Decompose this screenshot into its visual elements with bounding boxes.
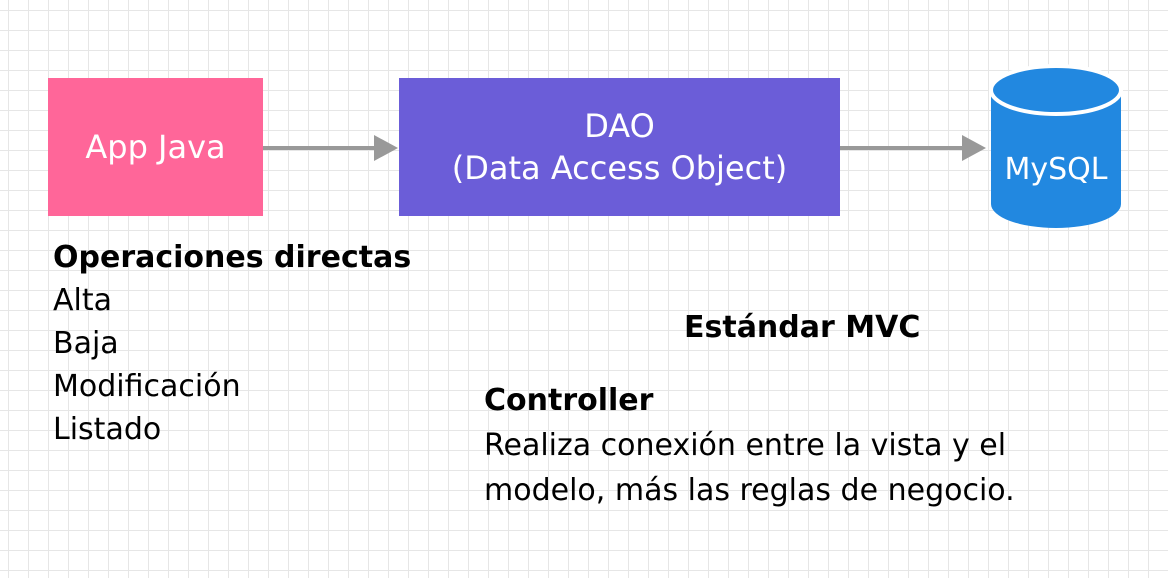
operation-item: Baja bbox=[53, 326, 119, 361]
controller-title: Controller bbox=[484, 383, 654, 418]
controller-description-line: modelo, más las reglas de negocio. bbox=[484, 473, 1015, 508]
controller-description-line: Realiza conexión entre la vista y el bbox=[484, 428, 1007, 463]
app-java-box: App Java bbox=[48, 78, 263, 216]
dao-box: DAO (Data Access Object) bbox=[399, 78, 840, 216]
operation-item: Listado bbox=[53, 412, 162, 447]
controller-block: Controller Realiza conexión entre la vis… bbox=[484, 378, 1134, 513]
arrowhead-dao-to-db bbox=[962, 135, 986, 161]
mysql-database-icon bbox=[989, 64, 1123, 228]
dao-sublabel: (Data Access Object) bbox=[451, 149, 788, 187]
app-java-label: App Java bbox=[85, 128, 226, 166]
dao-label: DAO bbox=[584, 107, 655, 145]
operations-title: Operaciones directas bbox=[53, 240, 412, 275]
mysql-label: MySQL bbox=[1004, 152, 1108, 187]
operations-block: Operaciones directas Alta Baja Modificac… bbox=[53, 236, 411, 451]
mvc-title: Estándar MVC bbox=[684, 310, 921, 345]
operation-item: Alta bbox=[53, 283, 113, 318]
arrowhead-app-to-dao bbox=[374, 135, 398, 161]
operation-item: Modificación bbox=[53, 369, 241, 404]
